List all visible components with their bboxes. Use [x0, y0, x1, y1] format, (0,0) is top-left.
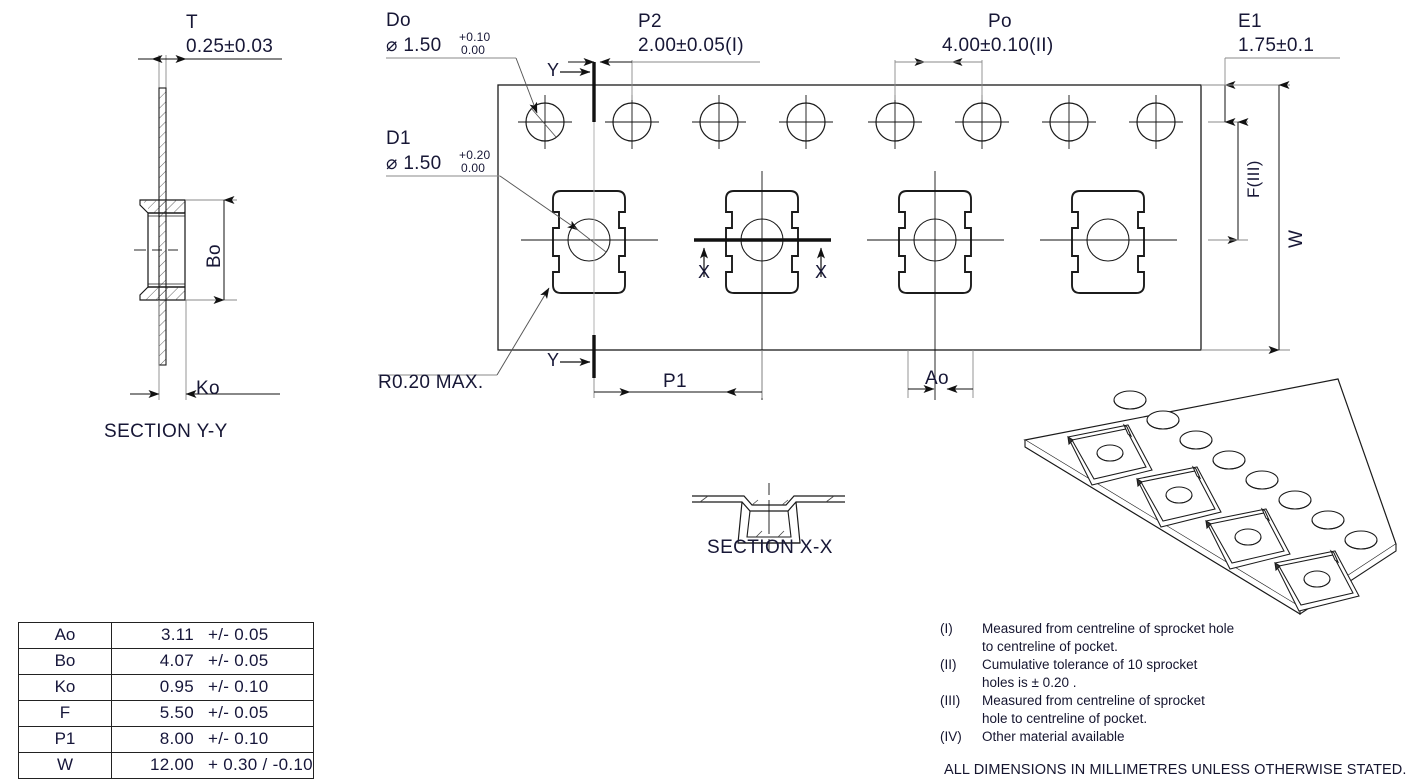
table-row: F 5.50+/- 0.05: [18, 700, 314, 727]
f-label: F(III): [1244, 160, 1263, 198]
param-value: 3.11+/- 0.05: [111, 622, 314, 649]
param-key: Bo: [18, 648, 112, 675]
p1-label: P1: [663, 371, 687, 392]
dimension-table: Ao 3.11+/- 0.05 Bo 4.07+/- 0.05 Ko 0.95+…: [18, 622, 314, 779]
param-value: 5.50+/- 0.05: [111, 700, 314, 727]
param-key: W: [18, 752, 112, 779]
t-label: T: [186, 12, 198, 33]
do-label: Do: [386, 10, 411, 31]
dimension-table-body: Ao 3.11+/- 0.05 Bo 4.07+/- 0.05 Ko 0.95+…: [18, 622, 314, 779]
section-yy-geometry: [130, 55, 282, 400]
param-key: F: [18, 700, 112, 727]
do-tolerance-lower: 0.00: [461, 43, 486, 57]
do-value: ⌀ 1.50: [386, 35, 442, 56]
table-row: Ko 0.95+/- 0.10: [18, 674, 314, 701]
p2-label: P2: [638, 11, 662, 32]
note-ref: (I): [940, 621, 953, 636]
table-row: W 12.00+ 0.30 / -0.10: [18, 752, 314, 779]
d1-tolerance-upper: +0.20: [459, 148, 491, 162]
param-key: P1: [18, 726, 112, 753]
e1-value: 1.75±0.1: [1238, 35, 1315, 56]
section-mark-x-right: X: [815, 262, 828, 282]
isometric-tape-view: [1023, 378, 1397, 616]
param-key: Ko: [18, 674, 112, 701]
po-label: Po: [988, 11, 1012, 32]
note-body: Other material available: [982, 729, 1125, 744]
do-tolerance-upper: +0.10: [459, 30, 491, 44]
ao-label: Ao: [925, 368, 949, 389]
note-body: Measured from centreline of sprocket hol…: [982, 621, 1235, 654]
note-ref: (IV): [940, 729, 962, 744]
section-yy-caption: SECTION Y-Y: [104, 421, 228, 442]
param-value: 8.00+/- 0.10: [111, 726, 314, 753]
table-row: Ao 3.11+/- 0.05: [18, 622, 314, 649]
radius-note: R0.20 MAX.: [378, 372, 484, 393]
sprocket-holes: [518, 95, 1183, 149]
e1-label: E1: [1238, 11, 1262, 32]
note-item: (III) Measured from centreline of sprock…: [940, 692, 1410, 727]
table-row: Bo 4.07+/- 0.05: [18, 648, 314, 675]
param-value: 12.00+ 0.30 / -0.10: [111, 752, 314, 779]
plan-view-geometry: [378, 57, 1340, 400]
d1-value: ⌀ 1.50: [386, 153, 442, 174]
component-pockets: [521, 171, 1177, 400]
note-item: (IV) Other material available: [940, 728, 1410, 746]
section-xx-geometry: [692, 483, 845, 551]
d1-label: D1: [386, 128, 411, 149]
d1-tolerance-lower: 0.00: [461, 161, 486, 175]
ko-label: Ko: [196, 378, 220, 399]
param-value: 0.95+/- 0.10: [111, 674, 314, 701]
table-row: P1 8.00+/- 0.10: [18, 726, 314, 753]
section-xx-caption: SECTION X-X: [707, 537, 833, 558]
bo-label: Bo: [204, 244, 225, 268]
section-mark-x-left: X: [698, 262, 711, 282]
note-item: (II) Cumulative tolerance of 10 sprocket…: [940, 656, 1410, 691]
section-mark-y-top: Y: [547, 60, 560, 80]
note-ref: (III): [940, 693, 961, 708]
param-value: 4.07+/- 0.05: [111, 648, 314, 675]
units-note: ALL DIMENSIONS IN MILLIMETRES UNLESS OTH…: [944, 762, 1407, 778]
po-value: 4.00±0.10(II): [942, 35, 1054, 56]
note-item: (I) Measured from centreline of sprocket…: [940, 620, 1410, 655]
param-key: Ao: [18, 622, 112, 649]
p2-value: 2.00±0.05(I): [638, 35, 744, 56]
w-label: W: [1286, 229, 1307, 248]
notes-list: (I) Measured from centreline of sprocket…: [940, 620, 1410, 747]
section-mark-y-bottom: Y: [547, 350, 560, 370]
t-value: 0.25±0.03: [186, 36, 274, 57]
note-ref: (II): [940, 657, 957, 672]
